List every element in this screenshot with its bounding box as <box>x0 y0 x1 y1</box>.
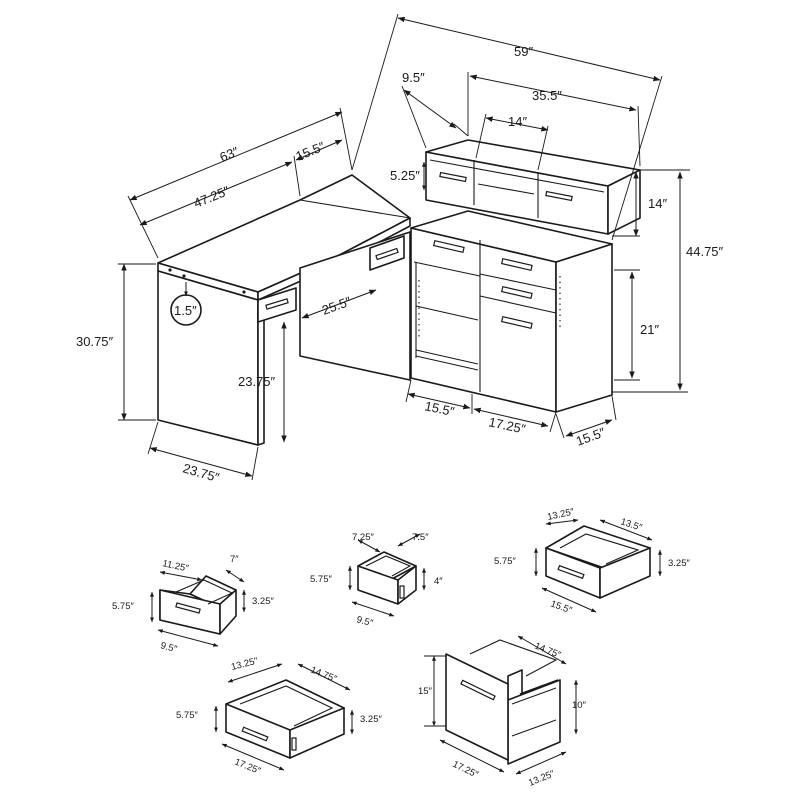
label-hutch-height: 14″ <box>648 196 667 211</box>
drawer-1: 11.25″ 7″ 5.75″ 3.25″ 9.5″ <box>112 554 274 655</box>
label-leg-depth: 23.75″ <box>181 460 221 485</box>
drawer-2-depth: 7.25″ <box>352 532 374 543</box>
drawer-2-inner-h: 4″ <box>434 576 443 587</box>
drawer-2-front-h: 5.75″ <box>310 574 332 585</box>
drawer-3-width-top: 13.5″ <box>619 516 644 533</box>
drawer-1-depth: 11.25″ <box>161 558 190 574</box>
drawer-5-file: 14.75″ 15″ 10″ 17.25″ 13.25″ <box>418 635 587 789</box>
drawer-4-width-top: 14.75″ <box>309 665 339 686</box>
drawer-3-front-h: 5.75″ <box>494 556 516 567</box>
drawer-3: 13.25″ 13.5″ 5.75″ 3.25″ 15.5″ <box>494 506 690 616</box>
drawer-1-inner-h: 3.25″ <box>252 596 274 607</box>
label-hutch-cubby: 14″ <box>508 114 527 129</box>
drawer-5-inner-h: 10″ <box>572 700 587 711</box>
drawer-4: 13.25″ 14.75″ 5.75″ 3.25″ 17.25″ <box>176 656 382 778</box>
label-drawer-bank-width: 17.25″ <box>487 414 527 436</box>
drawer-2-width-top: 7.5″ <box>412 532 429 543</box>
label-hutch-width: 35.5″ <box>532 88 562 103</box>
drawer-5-depth: 14.75″ <box>533 641 563 662</box>
drawer-4-depth: 13.25″ <box>230 656 260 673</box>
label-knee-height: 23.75″ <box>238 374 276 389</box>
label-hutch-side: 9.5″ <box>402 70 425 85</box>
label-open-shelf-width: 15.5″ <box>423 398 456 419</box>
left-leg-panel <box>157 270 259 446</box>
drawer-2: 7.25″ 7.5″ 5.75″ 4″ 9.5″ <box>310 532 443 629</box>
drawer-4-front-h: 5.75″ <box>176 710 198 721</box>
label-return-depth: 15.5″ <box>294 139 328 164</box>
label-hutch-drawer-h: 5.25″ <box>390 168 420 183</box>
drawer-2-front-w: 9.5″ <box>355 614 374 629</box>
main-dimension-labels: 63″ 47.25″ 15.5″ 59″ 9.5″ 35.5″ 14″ 5.25… <box>76 44 724 485</box>
drawer-5-front-w: 17.25″ <box>451 759 481 781</box>
cabinet-unit <box>410 210 613 413</box>
drawer-5-side-w: 13.25″ <box>527 768 557 789</box>
label-total-height: 44.75″ <box>686 244 724 259</box>
drawer-3-front-w: 15.5″ <box>549 598 574 616</box>
drawer-5-front-h: 15″ <box>418 686 433 697</box>
drawer-4-inner-h: 3.25″ <box>360 714 382 725</box>
label-cabinet-depth: 15.5″ <box>574 424 608 448</box>
dimension-lines <box>118 13 690 481</box>
label-desk-height: 30.75″ <box>76 334 114 349</box>
label-width-right: 59″ <box>514 44 533 59</box>
drawer-1-width-top: 7″ <box>230 554 239 565</box>
label-top-inner-depth: 47.25″ <box>192 183 232 211</box>
label-top-thickness: 1.5″ <box>174 303 197 318</box>
drawer-1-front-w: 9.5″ <box>159 640 178 655</box>
drawer-1-front-h: 5.75″ <box>112 601 134 612</box>
label-width-left: 63″ <box>218 144 242 165</box>
label-cabinet-height: 21″ <box>640 322 659 337</box>
drawer-3-inner-h: 3.25″ <box>668 558 690 569</box>
hutch <box>425 139 641 235</box>
l-desk-drawing <box>157 139 641 446</box>
